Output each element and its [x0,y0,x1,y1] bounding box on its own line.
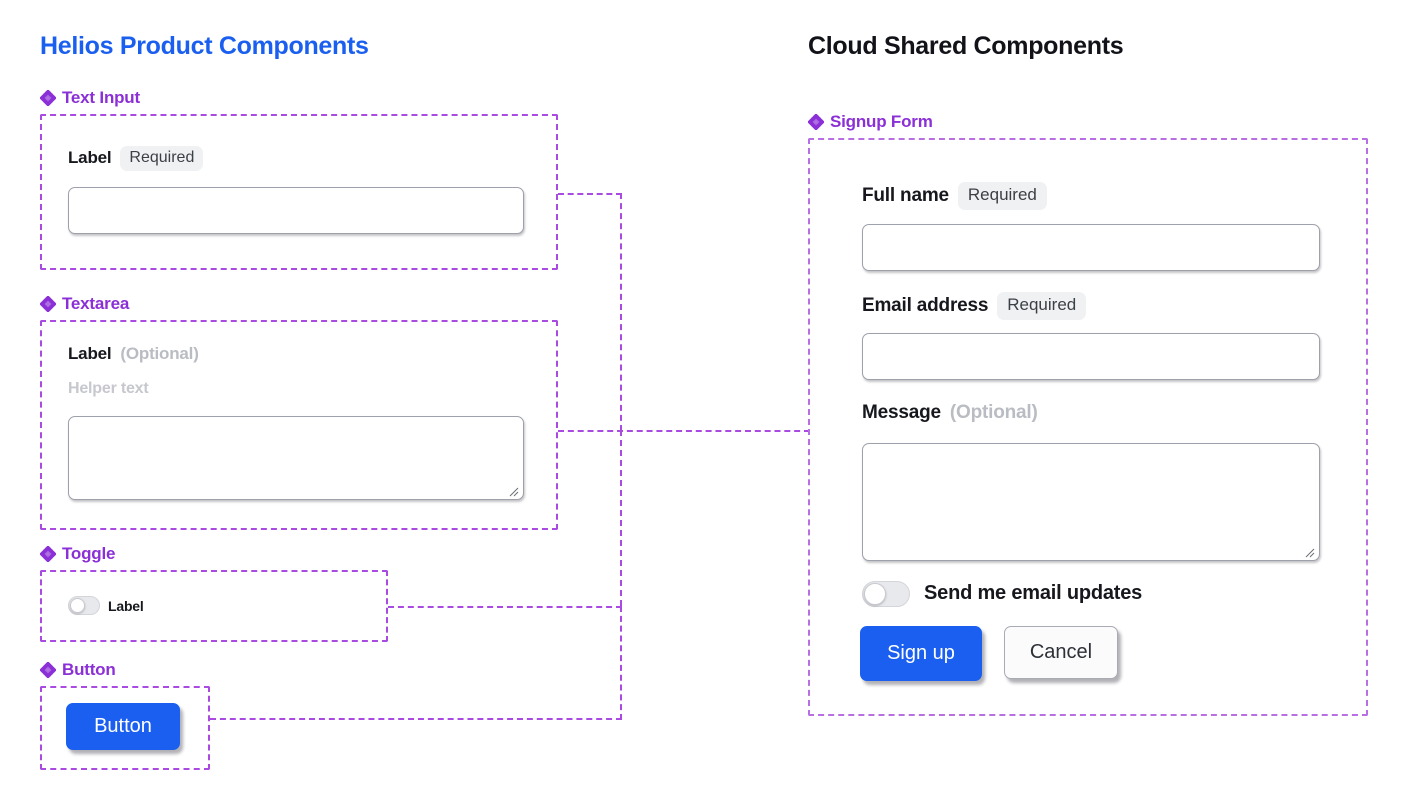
section-heading-text-input-label: Text Input [62,88,140,107]
section-heading-button: Button [39,660,116,680]
diamond-cluster-icon [39,545,57,563]
textarea-label: Label [68,344,112,363]
section-heading-signup-form-label: Signup Form [830,112,933,131]
toggle-label: Label [108,598,144,614]
section-heading-signup-form: Signup Form [807,112,933,132]
toggle-knob [70,598,85,613]
textarea-field[interactable] [68,416,524,500]
email-updates-label: Send me email updates [924,582,1143,604]
cancel-button[interactable]: Cancel [1004,626,1118,679]
group-box-signup-form [808,138,1368,716]
resize-grip-icon[interactable] [507,484,519,497]
email-input[interactable] [862,333,1320,380]
message-label-row: Message (Optional) [862,402,1038,424]
section-heading-toggle-label: Toggle [62,544,116,563]
message-optional-text: (Optional) [949,402,1038,423]
connector-toggle-vertical [620,430,622,606]
connector-text-input-vertical [620,193,622,431]
section-heading-text-input: Text Input [39,88,140,108]
diamond-cluster-icon [39,89,57,107]
full-name-label-row: Full name Required [862,182,1047,210]
section-heading-toggle: Toggle [39,544,116,564]
connector-textarea-horizontal [558,430,810,432]
full-name-input[interactable] [862,224,1320,271]
email-required-badge: Required [997,292,1087,320]
connector-text-input-horizontal [558,193,622,195]
text-input-field[interactable] [68,187,524,234]
right-panel-title: Cloud Shared Components [808,32,1124,60]
connector-button-horizontal [210,718,622,720]
diamond-cluster-icon [39,295,57,313]
email-updates-toggle[interactable] [862,581,910,607]
diamond-cluster-icon [39,661,57,679]
email-label-row: Email address Required [862,292,1087,320]
full-name-label: Full name [862,184,949,206]
text-input-required-badge: Required [120,146,204,171]
left-panel-title: Helios Product Components [40,32,369,60]
group-box-textarea [40,320,558,530]
text-input-label: Label [68,148,112,168]
email-label: Email address [862,294,989,316]
section-heading-button-label: Button [62,660,116,679]
message-textarea[interactable] [862,443,1320,561]
section-heading-textarea: Textarea [39,294,130,314]
sign-up-button[interactable]: Sign up [860,626,982,681]
diamond-cluster-icon [807,113,825,131]
message-label: Message [862,402,941,423]
toggle-knob [864,583,886,605]
group-box-toggle [40,570,388,642]
full-name-required-badge: Required [957,182,1047,210]
group-box-text-input [40,114,558,270]
textarea-optional-text: (Optional) [120,344,199,363]
connector-button-vertical [620,606,622,720]
demo-button[interactable]: Button [66,703,180,750]
toggle-switch[interactable] [68,596,100,615]
group-box-button [40,686,210,770]
connector-toggle-horizontal [388,606,622,608]
text-input-label-row: Label Required [68,146,204,171]
textarea-label-row: Label (Optional) [68,344,199,364]
textarea-helper-text: Helper text [68,380,149,397]
resize-grip-icon[interactable] [1303,545,1315,558]
section-heading-textarea-label: Textarea [62,294,130,313]
